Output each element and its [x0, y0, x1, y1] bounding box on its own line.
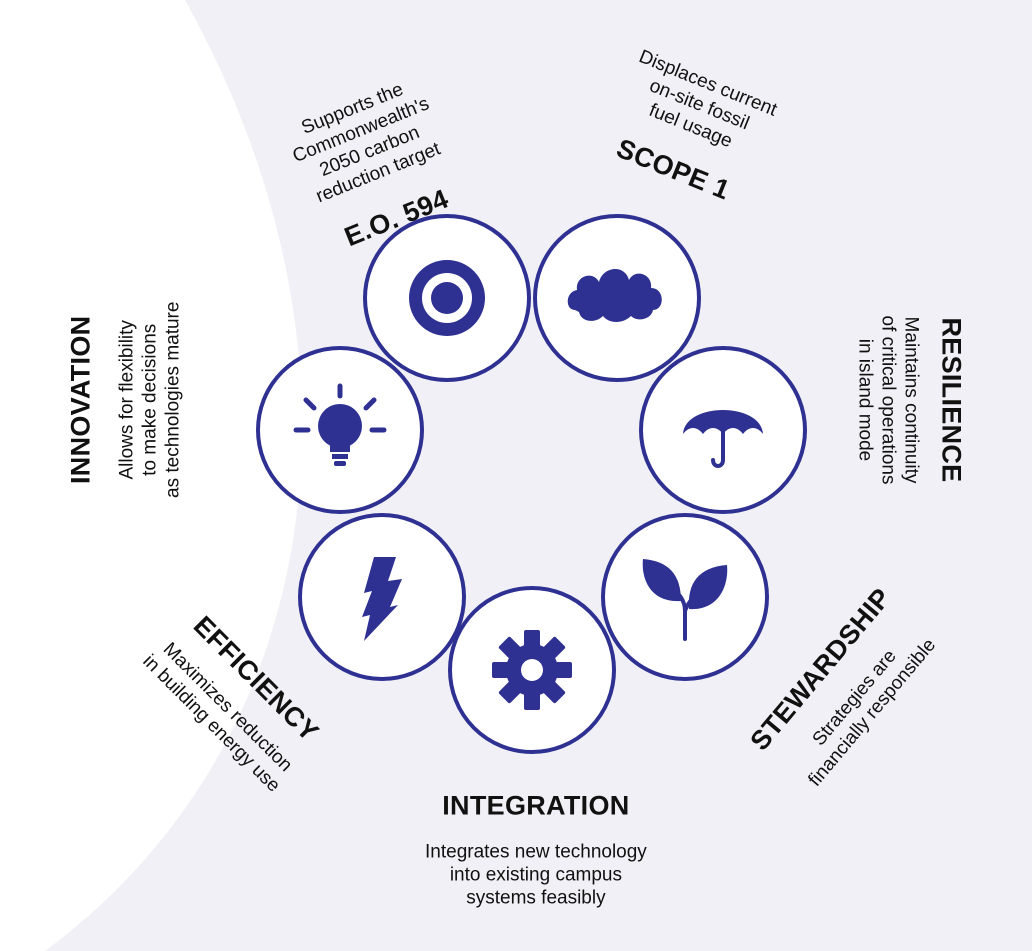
gear-icon [492, 630, 572, 710]
icon-circles [256, 214, 807, 754]
integration-description-line: Integrates new technology [425, 841, 647, 863]
target-icon [409, 260, 485, 336]
innovation-description-line: to make decisions [139, 323, 161, 476]
resilience-description-line: Maintains continuity [900, 316, 922, 484]
resilience-node [639, 346, 807, 514]
integration-node [448, 586, 616, 754]
umbrella-icon [683, 410, 763, 468]
integration-title: INTEGRATION [442, 790, 630, 821]
resilience-description-line: in island mode [854, 338, 876, 462]
innovation-node [256, 346, 424, 514]
leaf-icon [642, 559, 728, 641]
stewardship-node [601, 513, 769, 681]
scope1-node [533, 214, 701, 382]
integration-description-line: into existing campus [449, 864, 622, 886]
stewardship-circle [601, 513, 769, 681]
innovation-description-line: as technologies mature [162, 301, 184, 498]
resilience-description-line: of critical operations [877, 315, 899, 485]
lightning-icon [362, 557, 402, 641]
resilience-title: RESILIENCE [936, 317, 967, 483]
integration-description-line: systems feasibly [466, 887, 606, 909]
efficiency-node [298, 513, 466, 681]
innovation-title: INNOVATION [65, 315, 96, 485]
innovation-description-line: Allows for flexibility [116, 320, 138, 480]
cloud-icon [567, 268, 662, 322]
eo594-node [363, 214, 531, 382]
lightbulb-icon [293, 383, 387, 466]
